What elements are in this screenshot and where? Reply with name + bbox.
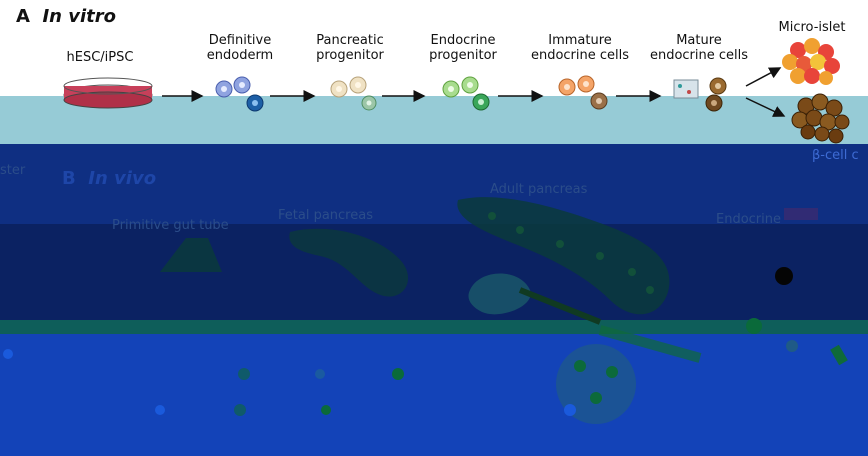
panel-a-heading: A In vitro (16, 6, 116, 27)
beta-cell-label: β-cell c (812, 148, 859, 163)
stage-label-pancreatic-progenitor: Pancreatic progenitor (316, 33, 384, 63)
dark-navy-band (0, 224, 868, 320)
stage-label-definitive-endoderm: Definitive endoderm (206, 33, 274, 63)
panel-a-title: In vitro (42, 6, 117, 27)
adult-pancreas-label: Adult pancreas (490, 182, 588, 197)
pancreatic-progenitor-cells (330, 76, 377, 111)
fetal-pancreas-shape (289, 228, 409, 297)
stage-label-hesc: hESC/iPSC (66, 50, 134, 65)
micro-islet-label: Micro-islet (778, 20, 846, 35)
arrow-6-down (745, 97, 786, 117)
islet-detail-shape (556, 325, 702, 424)
endocrine-label: Endocrine (716, 212, 781, 227)
arrow-6-up (745, 67, 782, 87)
primitive-gut-label: Primitive gut tube (112, 218, 229, 233)
immature-endocrine-cells (558, 75, 608, 110)
micro-islet-cluster (782, 38, 840, 85)
panel-b-title: In vivo (88, 168, 157, 189)
green-strip (0, 320, 868, 334)
beta-cell-cluster (791, 93, 850, 144)
scattered-dots (3, 318, 848, 416)
navy-band (0, 144, 868, 224)
adult-pancreas-shape (457, 197, 670, 325)
fetal-pancreas-label: Fetal pancreas (278, 208, 373, 223)
endocrine-cell-dark (775, 208, 818, 285)
petri-dish-icon (63, 77, 153, 109)
stage-label-endocrine-progenitor: Endocrine progenitor (429, 33, 497, 63)
cut-label-left: ster (0, 163, 26, 178)
panel-b-heading: B In vivo (62, 168, 156, 189)
primitive-gut-tube-shape (160, 238, 222, 272)
panel-a-letter: A (16, 6, 30, 27)
bright-blue-band (0, 334, 868, 456)
stage-label-mature-endocrine: Mature endocrine cells (649, 33, 749, 63)
stage-label-immature-endocrine: Immature endocrine cells (530, 33, 630, 63)
mature-endocrine-cells (673, 77, 727, 112)
panel-b-letter: B (62, 168, 76, 189)
definitive-endoderm-cells (215, 76, 264, 112)
endocrine-progenitor-cells (442, 76, 490, 111)
